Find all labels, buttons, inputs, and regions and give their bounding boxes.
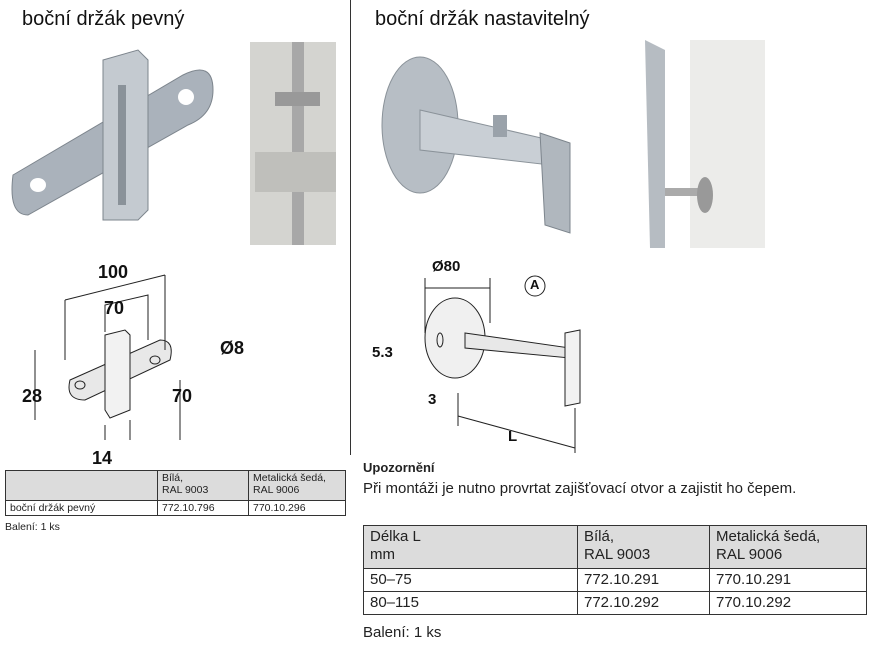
header-grey: Metalická šedá,RAL 9006: [248, 470, 346, 501]
dim-70-top: 70: [104, 298, 125, 318]
dim-hole: Ø8: [220, 338, 245, 358]
marker-a: A: [530, 277, 540, 292]
cell: 770.10.291: [709, 568, 867, 592]
dim-diameter: Ø80: [432, 258, 461, 275]
adjustable-bracket-installed-photo: [645, 40, 765, 248]
dim-thickness: 3: [428, 391, 437, 408]
adjustable-bracket-photo: [381, 56, 571, 234]
table-row: 80–115 772.10.292 770.10.292: [363, 591, 867, 615]
cell: 50–75: [363, 568, 578, 592]
table-header-row: Bílá,RAL 9003 Metalická šedá,RAL 9006: [5, 470, 346, 501]
dim-28: 28: [22, 386, 43, 406]
column-divider: [350, 0, 351, 455]
header-line: Bílá,: [162, 472, 184, 484]
cell: 770.10.296: [248, 500, 346, 516]
cell: 770.10.292: [709, 591, 867, 615]
dim-70-right: 70: [172, 386, 193, 406]
left-title: boční držák pevný: [22, 8, 185, 30]
header-line: mm: [370, 546, 395, 563]
dim-100: 100: [98, 262, 129, 282]
header-empty: [5, 470, 158, 501]
right-title: boční držák nastavitelný: [375, 8, 590, 30]
cell: 80–115: [363, 591, 578, 615]
dim-slot: 5.3: [372, 344, 393, 361]
cell: boční držák pevný: [5, 500, 158, 516]
notice-text: Při montáži je nutno provrtat zajišťovac…: [363, 480, 797, 497]
cell: 772.10.292: [577, 591, 710, 615]
header-grey: Metalická šedá,RAL 9006: [709, 525, 867, 569]
header-line: Bílá,: [584, 528, 615, 545]
dim-14: 14: [92, 448, 113, 468]
dim-length: L: [508, 428, 518, 445]
header-line: Délka L: [370, 528, 421, 545]
fixed-bracket-photo: [11, 49, 214, 221]
fixed-bracket-installed-photo: [250, 42, 336, 245]
table-row: 50–75 772.10.291 770.10.291: [363, 568, 867, 592]
header-line: Metalická šedá,: [253, 472, 326, 484]
header-line: RAL 9003: [162, 484, 209, 496]
cell: 772.10.796: [157, 500, 249, 516]
header-line: RAL 9003: [584, 546, 651, 563]
right-packaging: Balení: 1 ks: [363, 624, 442, 641]
header-line: Metalická šedá,: [716, 528, 821, 545]
header-white: Bílá,RAL 9003: [157, 470, 249, 501]
header-line: RAL 9006: [716, 546, 783, 563]
adjustable-bracket-drawing: [424, 275, 581, 453]
header-white: Bílá,RAL 9003: [577, 525, 710, 569]
header-line: RAL 9006: [253, 484, 300, 496]
table-row: boční držák pevný 772.10.796 770.10.296: [5, 500, 346, 516]
cell: 772.10.291: [577, 568, 710, 592]
left-packaging: Balení: 1 ks: [5, 521, 60, 533]
left-product-table: Bílá,RAL 9003 Metalická šedá,RAL 9006 bo…: [5, 470, 346, 516]
fixed-bracket-drawing: [34, 274, 181, 440]
notice-title: Upozornění: [363, 460, 435, 475]
